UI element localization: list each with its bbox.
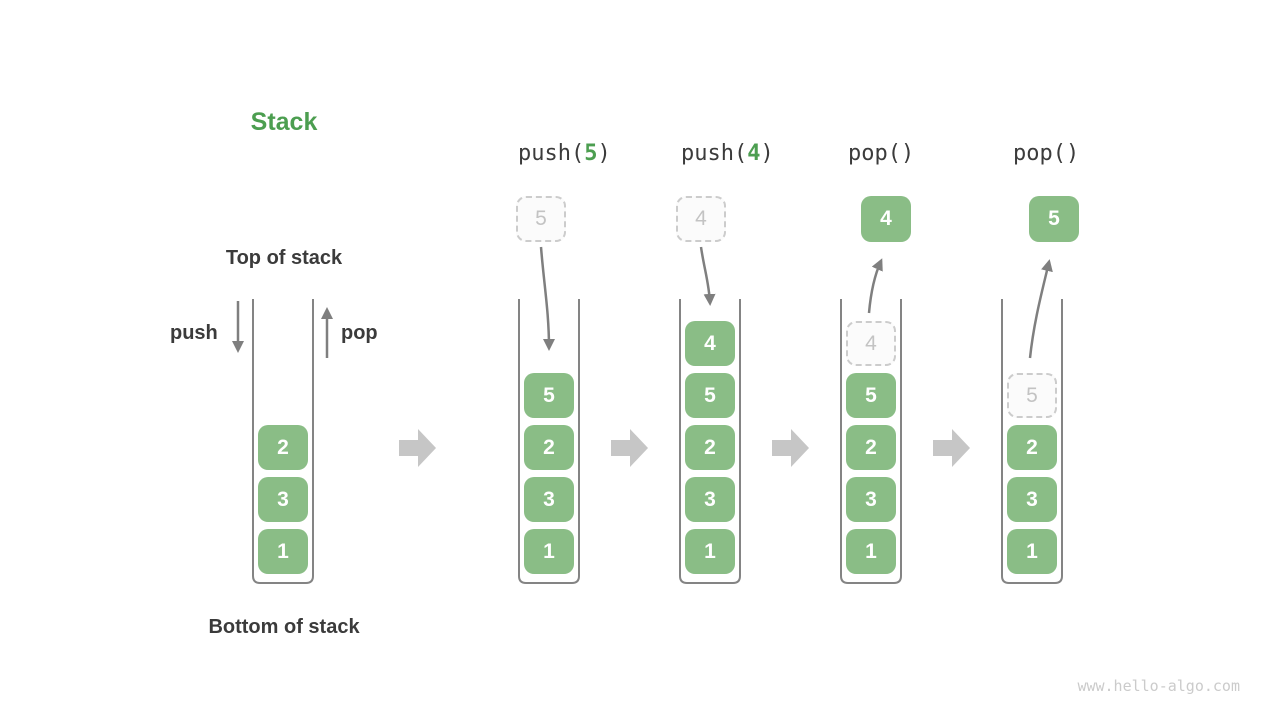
stack-cell: 2 — [258, 425, 308, 470]
floating-box-popped-4: 4 — [861, 196, 911, 242]
stack-cell-removed: 5 — [1007, 373, 1057, 418]
stack-cell: 3 — [846, 477, 896, 522]
pop-5-arrow — [1028, 259, 1053, 359]
step-arrow-1 — [399, 429, 436, 467]
stack-cell: 3 — [1007, 477, 1057, 522]
floating-box-popped-5: 5 — [1029, 196, 1079, 242]
stack-cell: 1 — [524, 529, 574, 574]
stack-cell: 1 — [846, 529, 896, 574]
stack-cell: 5 — [846, 373, 896, 418]
stack-cell: 1 — [258, 529, 308, 574]
step-arrow-3 — [772, 429, 809, 467]
op-arg: 5 — [584, 141, 598, 166]
op-label-pop-2: pop() — [1013, 141, 1079, 166]
op-arg: 4 — [747, 141, 761, 166]
stack-container-outline-5 — [1001, 299, 1063, 584]
op-fn: pop( — [848, 141, 901, 166]
step-arrow-4 — [933, 429, 970, 467]
stack-container-outline-1 — [252, 299, 314, 584]
stack-cell: 5 — [685, 373, 735, 418]
op-label-push-5: push(5) — [518, 141, 611, 166]
op-label-push-4: push(4) — [681, 141, 774, 166]
op-fn: push( — [681, 141, 748, 166]
op-close: ) — [900, 141, 915, 166]
floating-box-push-5: 5 — [516, 196, 566, 242]
stack-cell: 3 — [524, 477, 574, 522]
bottom-of-stack-label: Bottom of stack — [208, 616, 360, 638]
pop-label: pop — [341, 322, 378, 344]
push-label: push — [170, 322, 218, 344]
stack-after-pop-5: 5 2 3 1 — [1007, 300, 1057, 574]
op-label-pop-1: pop() — [848, 141, 914, 166]
stack-cell: 4 — [685, 321, 735, 366]
stack-cell: 5 — [524, 373, 574, 418]
stack-container-outline-4 — [840, 299, 902, 584]
op-fn: pop( — [1013, 141, 1066, 166]
watermark: www.hello-algo.com — [1077, 677, 1240, 695]
stack-cell: 1 — [1007, 529, 1057, 574]
stack-cell: 2 — [685, 425, 735, 470]
op-close: ) — [760, 141, 774, 166]
floating-box-push-4: 4 — [676, 196, 726, 242]
op-fn: push( — [518, 141, 585, 166]
stack-cell: 2 — [524, 425, 574, 470]
stack-cell: 2 — [846, 425, 896, 470]
stack-after-push-4: 4 5 2 3 1 — [685, 300, 735, 574]
stack-after-push-5: 5 2 3 1 — [524, 300, 574, 574]
op-close: ) — [1065, 141, 1080, 166]
op-close: ) — [597, 141, 611, 166]
stack-container-outline-3 — [679, 299, 741, 584]
stack-initial: 2 3 1 — [258, 300, 308, 574]
diagram-title: Stack — [250, 108, 318, 136]
stack-cell: 2 — [1007, 425, 1057, 470]
push-5-arrow — [539, 246, 555, 351]
stack-cell: 1 — [685, 529, 735, 574]
push-4-arrow — [699, 246, 716, 306]
pop-4-arrow — [867, 258, 883, 314]
stack-cell-removed: 4 — [846, 321, 896, 366]
stack-container-outline-2 — [518, 299, 580, 584]
stack-cell: 3 — [685, 477, 735, 522]
stack-after-pop-4: 4 5 2 3 1 — [846, 300, 896, 574]
step-arrow-2 — [611, 429, 648, 467]
stack-cell: 3 — [258, 477, 308, 522]
top-of-stack-label: Top of stack — [225, 247, 343, 269]
